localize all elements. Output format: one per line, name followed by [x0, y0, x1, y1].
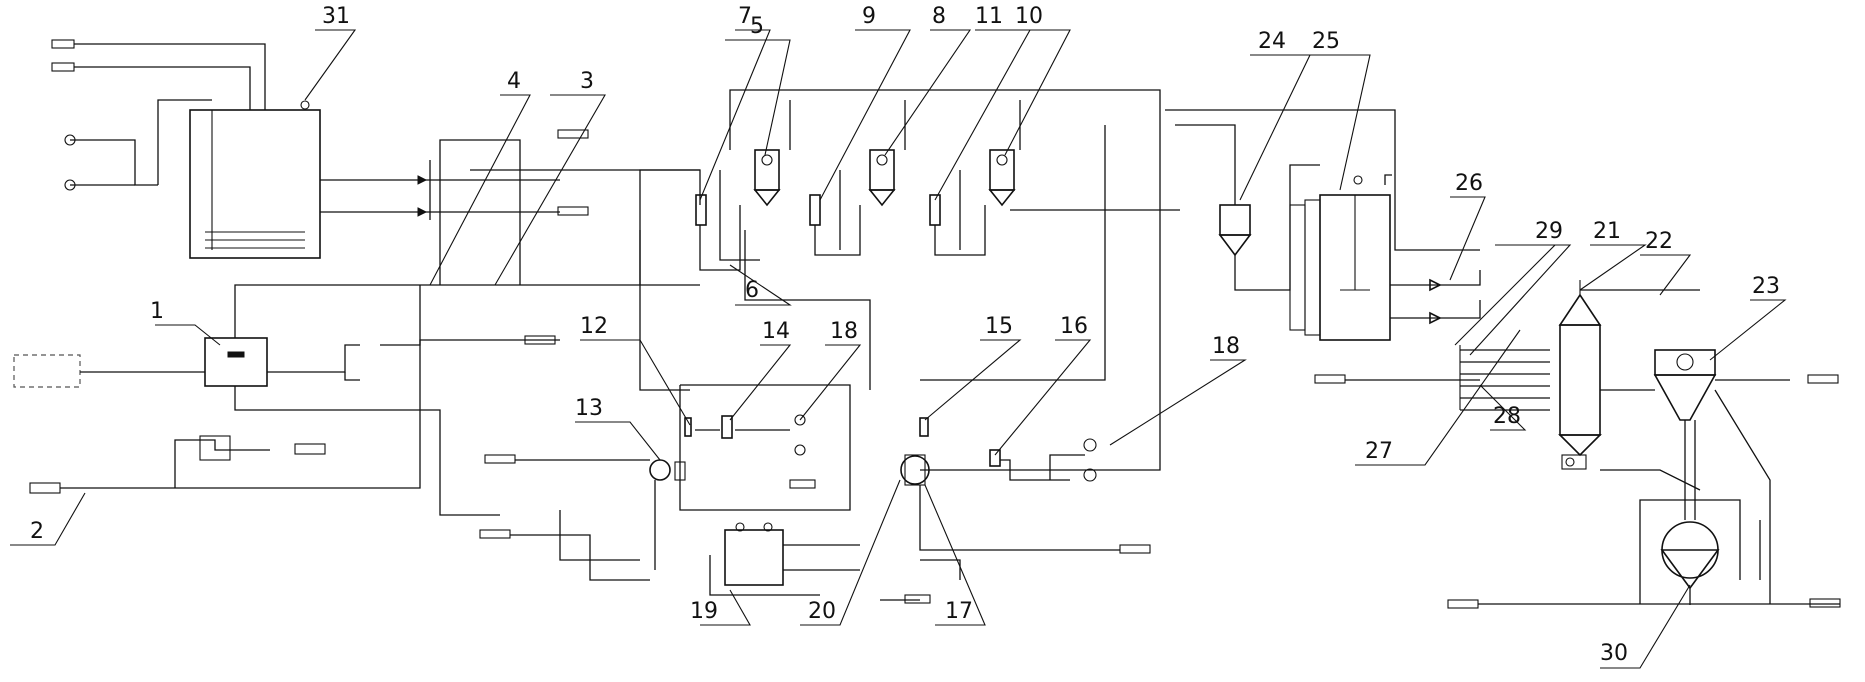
- evaporator-5: [753, 149, 781, 207]
- evaporator-10: [988, 149, 1016, 207]
- label-31: 31: [322, 4, 350, 29]
- unit-12: [684, 417, 692, 437]
- label-17: 17: [945, 599, 973, 624]
- inlet-line-2: [29, 285, 421, 494]
- heater-9: [809, 194, 821, 226]
- unit-20-17: [880, 454, 931, 604]
- label-7: 7: [738, 4, 752, 29]
- column-21: [1558, 280, 1602, 470]
- tank-31-inlets: [51, 39, 266, 191]
- evaporator-connections: [639, 89, 1180, 471]
- label-2: 2: [30, 519, 44, 544]
- middle-piping: [479, 384, 851, 581]
- pump-18-left: [794, 414, 806, 456]
- label-5: 5: [750, 14, 764, 39]
- label-16: 16: [1060, 314, 1088, 339]
- label-13: 13: [575, 396, 603, 421]
- tank-19: [709, 479, 860, 596]
- label-25: 25: [1312, 29, 1340, 54]
- label-19: 19: [690, 599, 718, 624]
- label-21: 21: [1593, 219, 1621, 244]
- label-27: 27: [1365, 439, 1393, 464]
- label-4: 4: [507, 69, 521, 94]
- label-18-left: 18: [830, 319, 858, 344]
- equipment-1: [13, 284, 700, 516]
- label-6: 6: [745, 278, 759, 303]
- label-11: 11: [975, 4, 1003, 29]
- label-18-right: 18: [1212, 334, 1240, 359]
- evaporator-8: [868, 149, 896, 207]
- cyclone-23: [1600, 349, 1839, 520]
- unit-24: [1165, 109, 1480, 291]
- leader-lines: [10, 29, 1787, 669]
- unit-15: [919, 417, 929, 437]
- tank-31-outlet-lines: [320, 129, 700, 220]
- heater-7: [695, 194, 707, 226]
- callout-labels: 1 2 3 4 5 6 7 8 9 10 11 12 13 14 15 16 1…: [30, 4, 1780, 666]
- label-26: 26: [1455, 171, 1483, 196]
- manifold-28: [1314, 345, 1550, 411]
- label-30: 30: [1600, 641, 1628, 666]
- separator-30: [1447, 389, 1841, 609]
- label-22: 22: [1645, 229, 1673, 254]
- label-24: 24: [1258, 29, 1286, 54]
- valves-26: [1429, 278, 1442, 325]
- label-28: 28: [1493, 404, 1521, 429]
- outlet-17: [919, 485, 1151, 580]
- label-23: 23: [1752, 274, 1780, 299]
- label-15: 15: [985, 314, 1013, 339]
- unit-16: [989, 449, 1070, 481]
- label-8: 8: [932, 4, 946, 29]
- pump-18-right: [1049, 438, 1097, 482]
- line-3-4: [439, 139, 521, 285]
- tank-25: [1289, 174, 1481, 341]
- label-3: 3: [580, 69, 594, 94]
- label-29: 29: [1535, 219, 1563, 244]
- unit-14: [721, 415, 733, 439]
- label-1: 1: [150, 299, 164, 324]
- label-12: 12: [580, 314, 608, 339]
- label-14: 14: [762, 319, 790, 344]
- label-9: 9: [862, 4, 876, 29]
- label-10: 10: [1015, 4, 1043, 29]
- label-20: 20: [808, 599, 836, 624]
- tank-31: [189, 100, 321, 259]
